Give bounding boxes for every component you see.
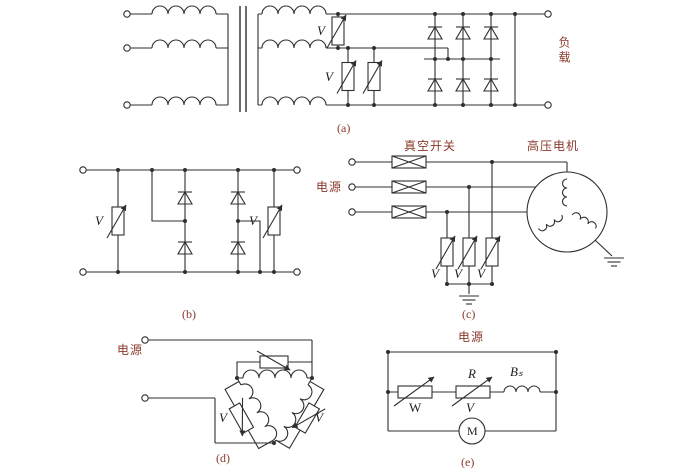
inductor-coil-icon <box>261 96 327 106</box>
terminal <box>348 158 356 166</box>
hv-motor-label: 高压电机 <box>527 139 580 153</box>
vacuum-switch-icon <box>391 180 427 194</box>
winding-coil-icon <box>275 384 316 445</box>
junction-dots <box>336 12 517 107</box>
potentiometer-symbol <box>393 376 435 407</box>
varistor-icon <box>327 15 346 48</box>
varistor-icon <box>337 61 356 94</box>
inductor-coil-icon <box>151 39 217 49</box>
varistor-icon <box>481 236 500 269</box>
terminal <box>348 208 356 216</box>
varistor-icon <box>263 205 282 238</box>
vacuum-switch-label: 真空开关 <box>404 139 457 153</box>
motor-symbol <box>526 171 608 253</box>
terminals <box>141 336 149 402</box>
section-d-delta-varistors <box>141 336 336 450</box>
resistor-label: R <box>468 366 476 381</box>
reactor-label: Bₛ <box>510 364 523 379</box>
inductor-coil-icon <box>151 5 217 15</box>
terminal <box>348 183 356 191</box>
junction-dots <box>235 376 314 445</box>
varistor-icon <box>458 236 477 269</box>
varistor-label: V <box>219 410 227 425</box>
wiper-arrow-icon <box>393 376 435 407</box>
caption-a: (a) <box>337 121 351 135</box>
terminal <box>293 268 301 276</box>
terminal <box>123 10 131 18</box>
motor-symbol <box>458 417 486 445</box>
caption-e: (e) <box>461 455 475 469</box>
varistor-label: V <box>466 400 474 415</box>
caption-d: (d) <box>216 451 230 465</box>
junction-dots <box>445 160 494 286</box>
wiper-arrow-icon <box>451 376 493 407</box>
power-label: 电源 <box>316 180 343 194</box>
junction-dots <box>116 168 276 274</box>
terminals <box>348 158 356 216</box>
motor-winding-icon <box>571 210 599 230</box>
terminal <box>123 101 131 109</box>
rheostat-varistor-symbol <box>451 376 493 407</box>
varistor-icon <box>107 205 126 238</box>
varistor-label: V <box>95 213 103 228</box>
motor-body <box>526 171 608 253</box>
terminals <box>123 10 552 109</box>
caption-b: (b) <box>182 307 196 321</box>
vacuum-switch-icon <box>391 205 427 219</box>
ground-icon <box>603 257 625 267</box>
varistor-label: V <box>431 266 439 281</box>
load-label: 负载 <box>557 36 571 66</box>
section-e-motor-control <box>386 350 558 445</box>
power-label: 电源 <box>458 330 485 344</box>
transformer-core <box>239 6 247 112</box>
secondary-windings <box>261 5 327 106</box>
inductor-coil-icon <box>261 39 327 49</box>
varistor-label: V <box>317 23 325 38</box>
varistor-icon <box>226 398 259 436</box>
ground-icon <box>458 295 480 305</box>
vacuum-switch-icon <box>391 155 427 169</box>
potentiometer-label: W <box>409 400 422 415</box>
varistor-label: V <box>325 69 333 84</box>
varistor-icon <box>436 236 455 269</box>
terminal <box>79 268 87 276</box>
section-c-motor-protection <box>348 155 625 305</box>
power-label: 电源 <box>117 343 144 357</box>
inductor-coil-icon <box>151 96 217 106</box>
wires <box>148 339 313 444</box>
motor-winding-icon <box>561 178 568 207</box>
varistor-label: V <box>477 266 485 281</box>
varistor-label: V <box>249 213 257 228</box>
inductor-coil-icon <box>261 5 327 15</box>
wires <box>130 6 545 112</box>
varistor-label: V <box>315 410 323 425</box>
caption-c: (c) <box>462 307 476 321</box>
terminals <box>79 166 301 276</box>
varistor-label: V <box>454 266 462 281</box>
reactor-coil-icon <box>503 385 541 393</box>
terminal <box>141 394 149 402</box>
terminal <box>544 10 552 18</box>
junction-dots <box>386 350 558 394</box>
wires <box>355 161 613 294</box>
varistor-icon <box>363 61 382 94</box>
terminal <box>141 336 149 344</box>
primary-windings <box>151 5 217 106</box>
delta-right-branch <box>273 377 335 449</box>
motor-winding-icon <box>537 214 565 233</box>
varistor-icon <box>257 351 290 370</box>
section-a-transformer-rectifier <box>123 5 552 112</box>
winding-coil-icon <box>242 369 308 379</box>
section-b-bridge-varistors <box>79 166 301 276</box>
terminal <box>544 101 552 109</box>
terminal <box>79 166 87 174</box>
terminal <box>293 166 301 174</box>
terminal <box>123 44 131 52</box>
motor-letter-label: M <box>467 424 478 438</box>
